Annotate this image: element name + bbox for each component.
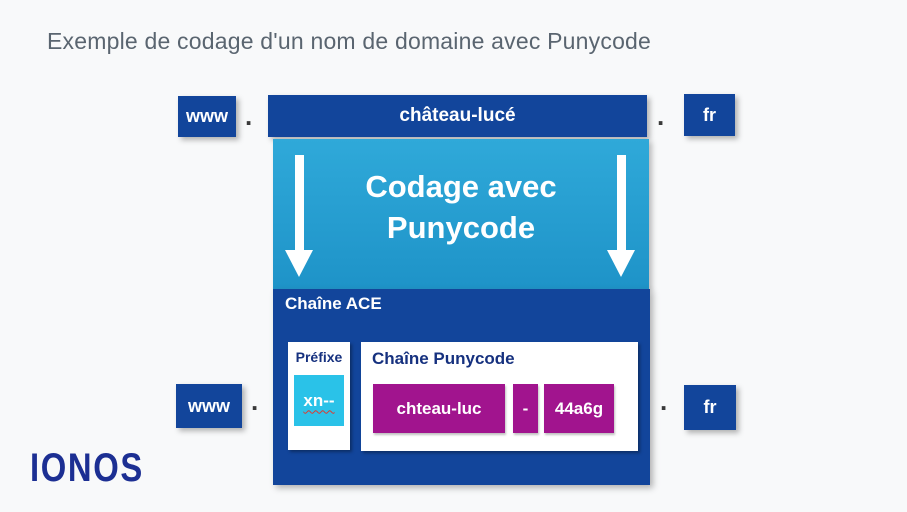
- punycode-part-body: chteau-luc: [373, 384, 505, 433]
- prefix-label: Préfixe: [295, 349, 343, 365]
- ace-box-title: Chaîne ACE: [285, 294, 382, 313]
- tld-box-bottom: fr: [684, 385, 736, 430]
- ace-string-box: Chaîne ACE Préfixe xn-- Chaîne Punycode …: [273, 289, 650, 485]
- punycode-part-suffix: 44a6g: [544, 384, 614, 433]
- arrow-shaft: [294, 155, 304, 250]
- subdomain-box-top: www: [178, 96, 236, 137]
- punycode-label: Chaîne Punycode: [372, 349, 515, 368]
- ionos-logo: IONOS: [30, 446, 144, 490]
- encoding-label-line2: Punycode: [386, 210, 536, 245]
- prefix-panel: Préfixe xn--: [288, 342, 350, 450]
- encoding-label: Codage avec Punycode: [273, 166, 649, 248]
- punycode-part-separator: -: [513, 384, 538, 433]
- encoding-box: Codage avec Punycode: [273, 139, 649, 289]
- encoding-label-line1: Codage avec: [365, 169, 557, 204]
- page-title: Exemple de codage d'un nom de domaine av…: [47, 28, 652, 54]
- arrow-head: [285, 250, 313, 277]
- domain-box-unicode: château-lucé: [268, 95, 647, 137]
- prefix-value: xn--: [303, 390, 335, 410]
- subdomain-box-bottom: www: [176, 384, 242, 428]
- down-arrow-icon: [607, 155, 635, 277]
- prefix-value-box: xn--: [294, 375, 344, 426]
- arrow-shaft: [616, 155, 626, 250]
- punycode-panel: Chaîne Punycode chteau-luc - 44a6g: [361, 342, 638, 451]
- dot-separator: .: [657, 101, 665, 131]
- arrow-head: [607, 250, 635, 277]
- dot-separator: .: [660, 386, 668, 416]
- down-arrow-icon: [285, 155, 313, 277]
- dot-separator: .: [251, 386, 259, 416]
- tld-box-top: fr: [684, 94, 735, 136]
- dot-separator: .: [245, 101, 253, 131]
